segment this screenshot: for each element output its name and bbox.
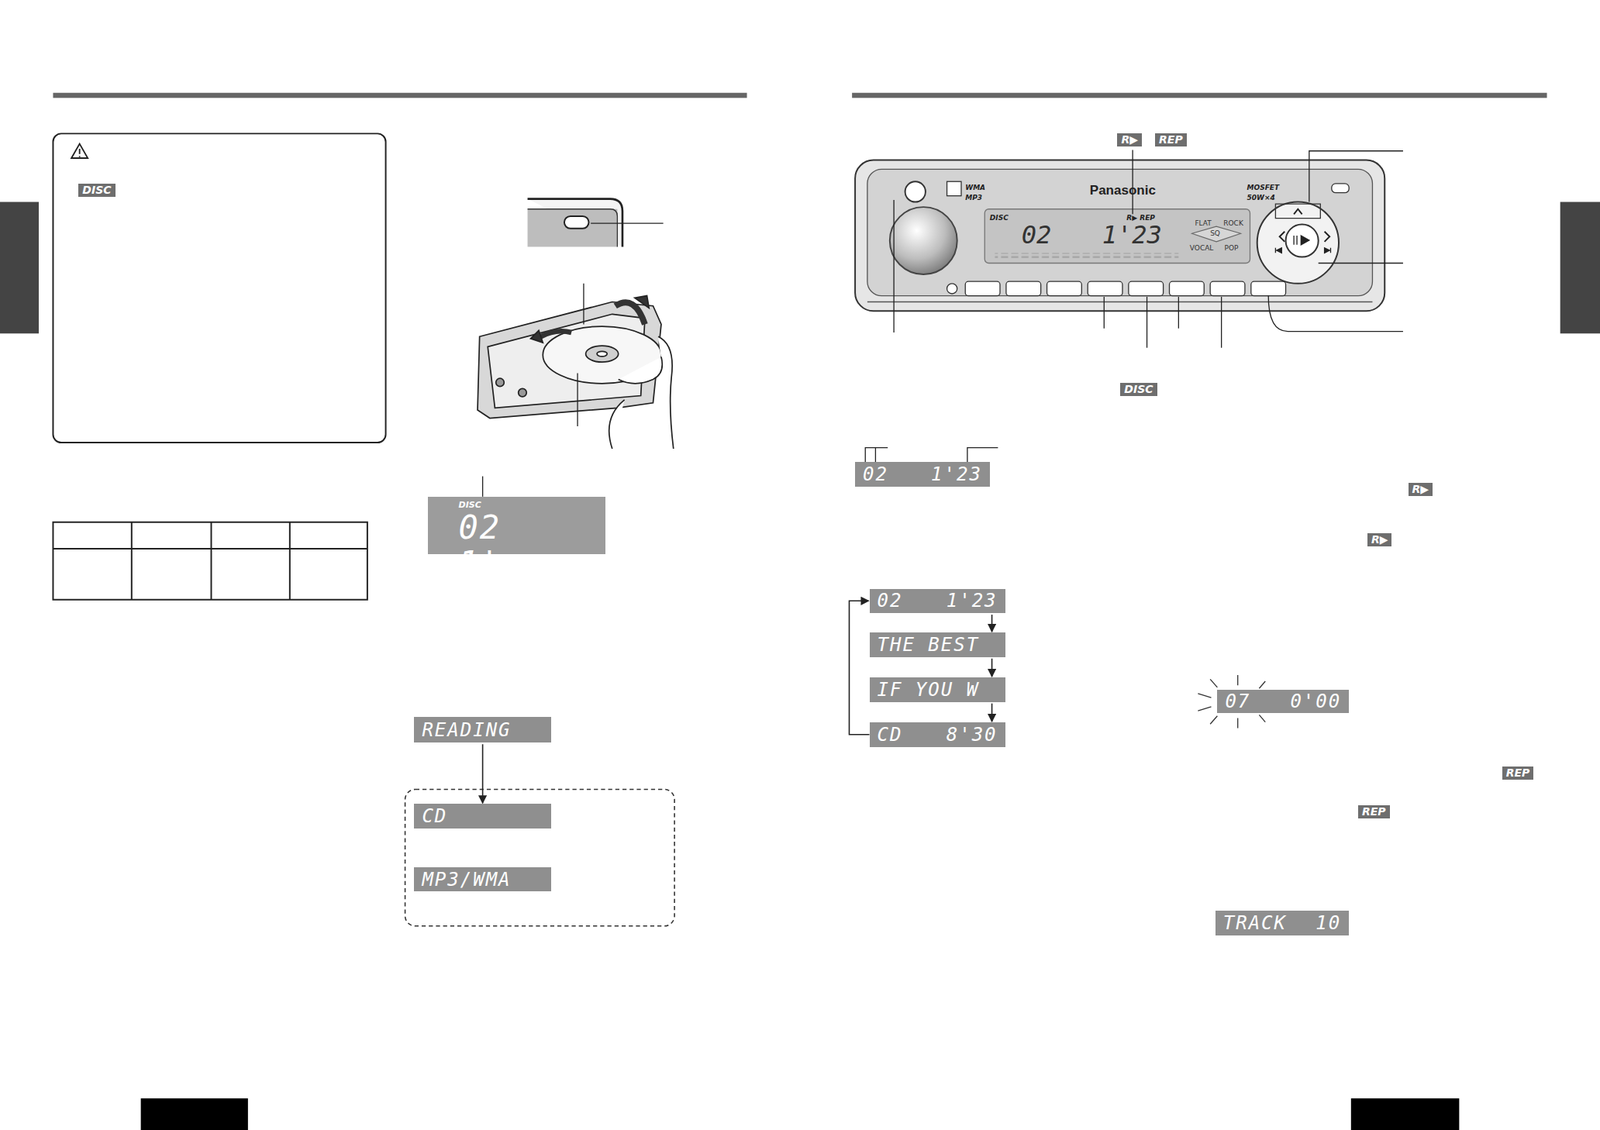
page-number-box [1351, 1098, 1460, 1130]
lcd-display: IF YOU W [869, 677, 1006, 703]
display-text: TRACK [1223, 912, 1287, 935]
lcd-display: READING [413, 717, 551, 743]
leader-lines [865, 149, 1404, 463]
display-text: 8'30 [946, 724, 998, 746]
eq-mode: POP [1224, 244, 1239, 252]
display-text: THE BEST [877, 634, 980, 656]
display-indicator: DISC [458, 500, 598, 511]
display-text: 10 [1315, 912, 1342, 935]
head-unit [855, 160, 1385, 312]
flow-arrow [991, 614, 994, 632]
mode-badge: REP [1502, 766, 1535, 780]
page-number-box [141, 1098, 249, 1130]
display-text: 02 [877, 589, 904, 612]
eq-mode: FLAT [1194, 219, 1211, 228]
result-group [405, 789, 676, 926]
display-text: 0'00 [1289, 690, 1342, 713]
disc-insertion-figure [477, 283, 674, 449]
display-indicator: DISC [989, 213, 1009, 222]
mode-badge: R▶ [1408, 482, 1434, 497]
display-digits: 1'23 [1102, 221, 1163, 249]
mode-badge: REP [1155, 133, 1187, 147]
eq-mode: VOCAL [1189, 244, 1214, 252]
open-button-figure [527, 199, 664, 248]
warning-icon [71, 144, 88, 159]
mode-badge: R▶ [1117, 133, 1142, 147]
flow-arrow [482, 744, 484, 804]
header-rule [851, 93, 1547, 99]
caution-box [52, 133, 386, 443]
format-mark: WMA [965, 183, 986, 192]
display-text: 1' [458, 545, 502, 582]
mode-badge: DISC [78, 183, 115, 197]
display-text: IF YOU W [877, 679, 980, 701]
mode-badge: REP [1358, 805, 1390, 819]
display-text: 02 [862, 463, 889, 486]
lcd-display: THE BEST [869, 632, 1006, 658]
display-text: READING [421, 719, 511, 742]
lcd-display: 07 0'00 [1217, 689, 1349, 714]
eq-mode: ROCK [1223, 219, 1244, 228]
display-text: 07 [1224, 690, 1251, 713]
lcd-display: CD [413, 803, 551, 829]
lcd-display: 02 1'23 [869, 589, 1006, 614]
side-tab [0, 202, 39, 335]
amp-mark: MOSFET [1247, 183, 1280, 192]
table-grid [52, 522, 367, 600]
mode-badge: R▶ [1367, 533, 1393, 547]
brand-name: Panasonic [1089, 182, 1156, 199]
display-text: CD [877, 724, 904, 746]
lcd-display: MP3/WMA [413, 867, 551, 893]
flow-arrow [991, 703, 994, 722]
display-text: CD [421, 805, 448, 828]
display-text: 1'23 [931, 463, 983, 486]
header-rule [52, 93, 747, 99]
display-text: 02 [458, 510, 502, 546]
lcd-display: TRACK 10 [1215, 910, 1349, 936]
side-tab [1560, 202, 1600, 335]
display-digits: 02 [1021, 221, 1052, 249]
eq-mode: SQ [1210, 229, 1221, 238]
flow-arrow [991, 658, 994, 677]
display-text: 1'23 [946, 589, 998, 612]
display-text: MP3/WMA [421, 868, 511, 891]
mode-badge: DISC [1120, 382, 1157, 397]
lcd-display: 02 1'23 [855, 462, 990, 487]
flow-arrow [849, 600, 870, 735]
amp-mark: 50W×4 [1247, 193, 1276, 202]
display-panel: DISC021' [427, 496, 606, 555]
format-mark: MP3 [965, 193, 983, 202]
lcd-display: CD 8'30 [869, 722, 1006, 748]
leader-line [482, 476, 483, 497]
